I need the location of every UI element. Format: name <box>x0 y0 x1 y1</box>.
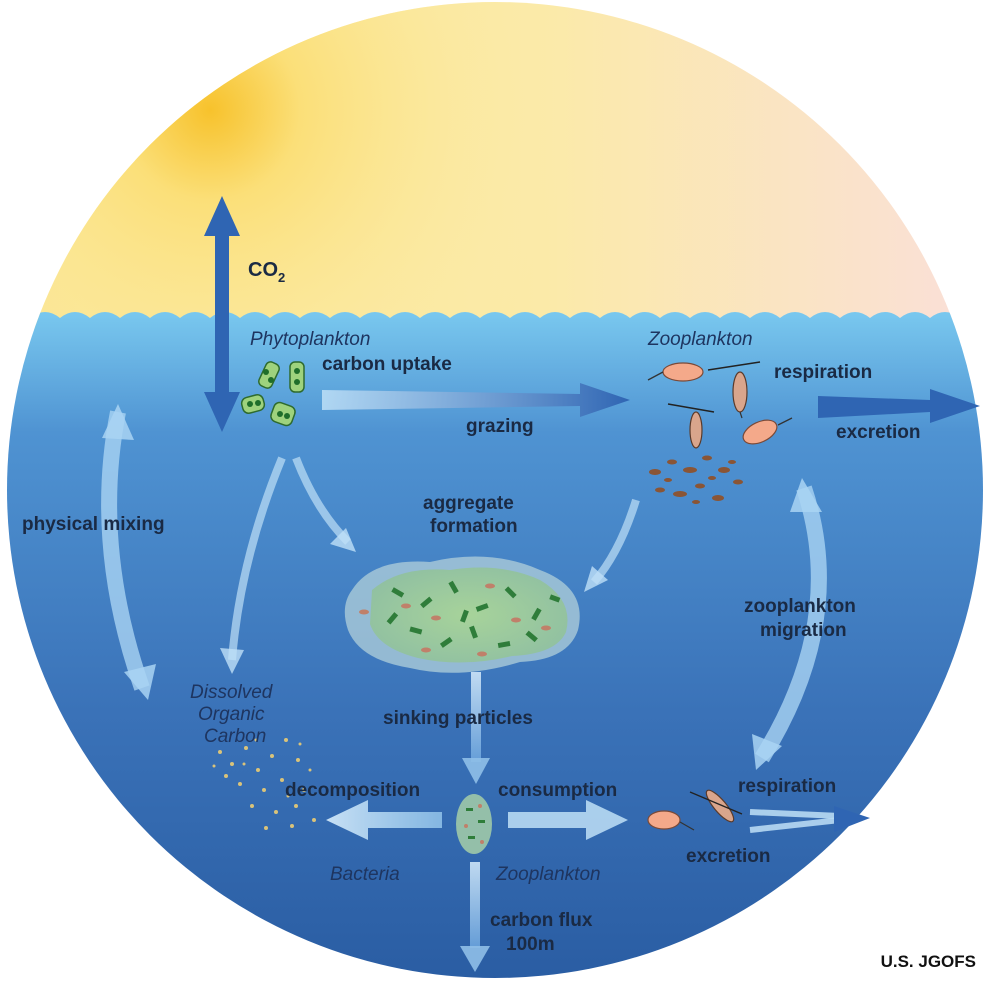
carbon-flux-label-line2: 100m <box>506 934 555 955</box>
aggregate-particle-icon <box>344 556 580 673</box>
zooplankton-bottom-group-icon <box>647 789 743 831</box>
respiration-bottom-label: respiration <box>738 776 836 797</box>
physical-mixing-arrow <box>101 404 156 700</box>
excretion-top-label: excretion <box>836 422 920 443</box>
aggregate-formation-label-line1: aggregate <box>423 493 514 514</box>
zooplankton-migration-arrow <box>752 478 827 770</box>
respiration-excretion-arrow-bottom <box>749 806 870 833</box>
carbon-uptake-label: carbon uptake <box>322 354 452 375</box>
aggregate-formation-label-line2: formation <box>430 516 518 537</box>
physical-mixing-label: physical mixing <box>22 514 165 535</box>
phyto-to-aggregate-arrow <box>292 456 356 552</box>
decomposition-label: decomposition <box>285 780 420 801</box>
zooplankton-top-group-icon <box>647 361 793 449</box>
excretion-bottom-label: excretion <box>686 846 770 867</box>
co2-exchange-arrow <box>204 196 240 432</box>
pellets-to-aggregate-arrow <box>584 498 640 592</box>
grazing-label: grazing <box>466 416 534 437</box>
small-particle-icon <box>456 794 492 854</box>
doc-label-line2: Organic <box>198 704 265 725</box>
consumption-label: consumption <box>498 780 617 801</box>
phytoplankton-cluster-icon <box>240 361 305 427</box>
fecal-pellets-icon <box>649 455 743 504</box>
sun-glow <box>7 2 983 330</box>
carbon-flux-arrow <box>460 862 490 972</box>
doc-label-line1: Dissolved <box>190 682 274 703</box>
carbon-flux-label-line1: carbon flux <box>490 910 593 931</box>
phyto-to-doc-arrow <box>220 456 286 674</box>
credit-label: U.S. JGOFS <box>880 952 976 971</box>
zooplankton-migration-label-line2: migration <box>760 620 847 641</box>
consumption-arrow <box>508 800 628 840</box>
zooplankton-top-label: Zooplankton <box>647 329 753 350</box>
dissolved-organic-carbon-dots <box>212 738 316 830</box>
sinking-particles-arrow <box>462 672 490 784</box>
phytoplankton-label: Phytoplankton <box>250 329 370 350</box>
co2-label: CO2 <box>248 259 285 285</box>
respiration-excretion-arrow-top <box>818 389 980 423</box>
bacteria-label: Bacteria <box>330 864 400 885</box>
zooplankton-bottom-label: Zooplankton <box>495 864 601 885</box>
grazing-arrow <box>322 383 630 417</box>
sinking-particles-label: sinking particles <box>383 708 533 729</box>
decomposition-arrow <box>326 800 442 840</box>
doc-label-line3: Carbon <box>204 726 266 747</box>
respiration-top-label: respiration <box>774 362 872 383</box>
zooplankton-migration-label-line1: zooplankton <box>744 596 856 617</box>
